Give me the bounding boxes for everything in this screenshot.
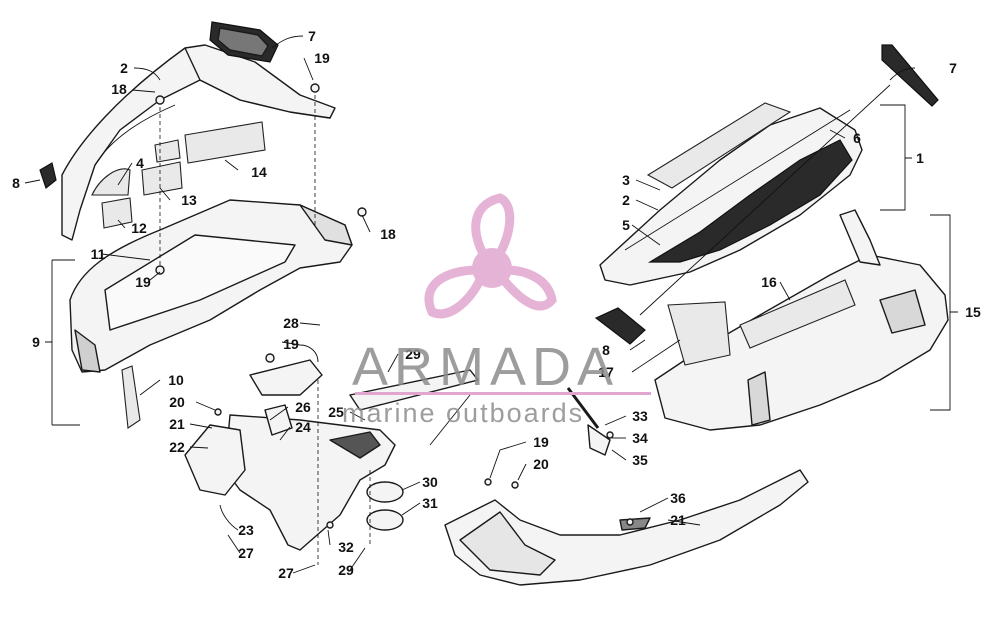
callout-5: 5 [622,217,630,233]
callout-21-left: 21 [169,416,185,432]
left-belly-pan-part [69,199,353,373]
top-vent-part [209,21,279,63]
callout-26: 26 [295,399,311,415]
callout-15: 15 [965,304,981,320]
callout-18-right: 18 [380,226,396,242]
callout-13: 13 [181,192,197,208]
callout-20-lower: 20 [533,456,549,472]
callout-25: 25 [328,404,344,420]
propeller-logo-icon [424,193,557,319]
callout-32: 32 [338,539,354,555]
lower-skid-part [444,469,809,586]
right-belly-pan-part [654,209,949,431]
callout-29-top: 29 [405,346,421,362]
left-decal-10 [121,365,141,429]
callout-2-right: 2 [622,192,630,208]
callout-1: 1 [916,150,924,166]
watermark-tagline: marine outboards [342,398,585,428]
right-hood-part [599,102,863,286]
hardware-fasteners [155,83,634,529]
callout-leaders [24,35,958,574]
callout-19-center: 19 [283,336,299,352]
callout-20-left: 20 [169,394,185,410]
callout-19-top: 19 [314,50,330,66]
center-bracket-part [184,359,479,551]
watermark-brand: ARMADA [352,337,620,397]
callout-11: 11 [91,246,106,262]
decal-panels-left [91,121,266,229]
right-decal-17 [667,301,731,366]
callout-33: 33 [632,408,648,424]
callout-16: 16 [761,274,777,290]
callout-8-right: 8 [602,342,610,358]
center-cup-parts [366,481,404,531]
callout-6: 6 [853,130,861,146]
callout-18-left: 18 [111,81,127,97]
callout-35: 35 [632,452,648,468]
callout-8-left: 8 [12,175,20,191]
callout-30: 30 [422,474,438,490]
callout-19-lower: 19 [533,434,549,450]
callout-21-right: 21 [670,512,686,528]
callout-23: 23 [238,522,254,538]
callout-7-right: 7 [949,60,957,76]
callout-27-left: 27 [238,545,254,561]
left-hood-part [61,44,336,241]
callout-22: 22 [169,439,185,455]
left-side-vent-part [39,162,57,190]
callout-17: 17 [598,364,614,380]
callout-4: 4 [136,155,144,171]
callout-7-left: 7 [308,28,316,44]
callout-12: 12 [131,220,147,236]
callout-27-bottom: 27 [278,565,294,581]
callout-14: 14 [251,164,267,180]
callout-31: 31 [422,495,438,511]
callout-29-bottom: 29 [338,562,354,578]
callout-3: 3 [622,172,630,188]
callout-number-layer: 1 2 2 3 4 5 6 7 7 8 8 9 10 11 12 13 14 1… [12,28,981,581]
right-side-vent-part [594,307,646,345]
callout-10: 10 [168,372,184,388]
watermark-divider [355,392,651,395]
callout-36: 36 [670,490,686,506]
callout-2-left: 2 [120,60,128,76]
right-top-vent-part [881,44,939,107]
callout-19-left: 19 [135,274,151,290]
callout-9: 9 [32,334,40,350]
callout-34: 34 [632,430,648,446]
callout-24: 24 [295,419,311,435]
callout-28: 28 [283,315,299,331]
